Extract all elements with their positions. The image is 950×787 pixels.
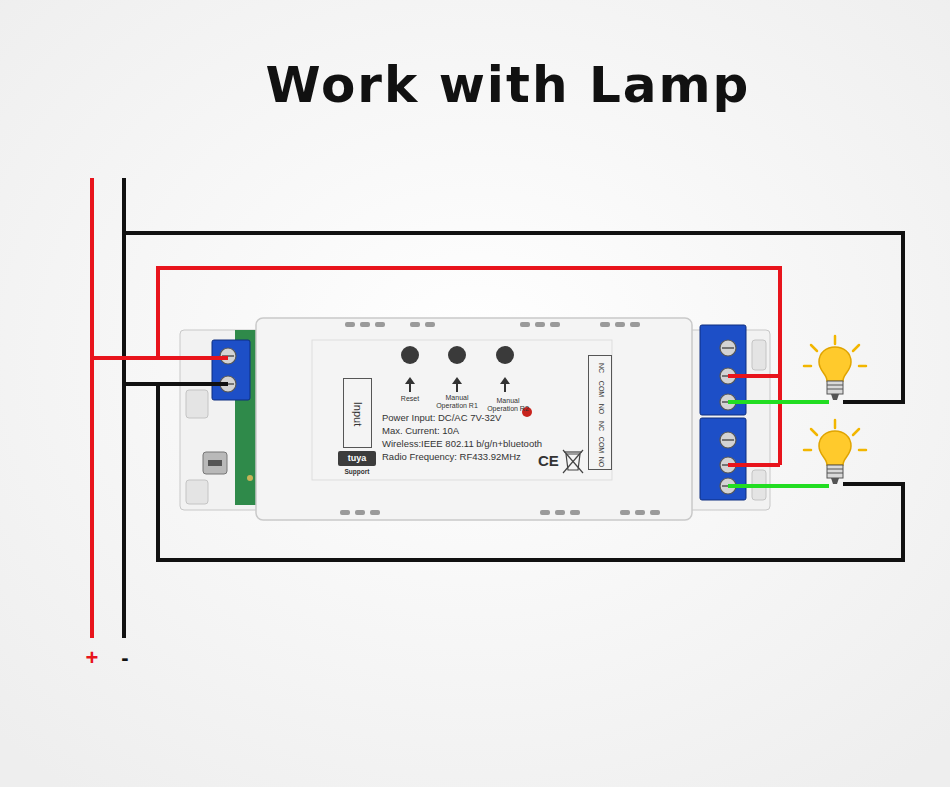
polarity-label: + xyxy=(84,645,100,671)
module-text: Manual Operation R2 xyxy=(486,397,530,413)
relay-module: Reset Manual Operation R1 Manual Operation… xyxy=(258,318,692,520)
module-text: COM xyxy=(597,381,605,397)
polarity-label: - xyxy=(117,645,133,671)
terminal-block xyxy=(212,325,746,500)
module-text: Wireless:IEEE 802.11 b/g/n+bluetooth xyxy=(382,439,542,450)
module-text: Manual Operation R1 xyxy=(435,394,479,410)
lamp-symbol xyxy=(804,336,866,400)
module-text: Power Input: DC/AC 7V-32V xyxy=(382,413,501,424)
module-text: NO xyxy=(597,404,605,415)
module-text: NO xyxy=(597,457,605,468)
lamp-symbol xyxy=(804,420,866,484)
module-text: Max. Current: 10A xyxy=(382,426,459,437)
module-text: Reset xyxy=(395,395,425,403)
terminal-label-box: NC COM NO NC COM NO xyxy=(588,355,612,470)
module-text: COM xyxy=(597,437,605,453)
wire xyxy=(92,178,903,638)
input-label-box: Input xyxy=(343,378,372,448)
module-text: Input xyxy=(352,402,365,426)
module-text: CE xyxy=(538,452,559,469)
diagram-title: Work with Lamp xyxy=(208,56,808,114)
module-text: tuya xyxy=(338,451,376,466)
module-text: NC xyxy=(597,363,605,373)
relay-housing xyxy=(180,318,770,520)
module-text: Radio Frequency: RF433.92MHz xyxy=(382,452,521,463)
module-text: NC xyxy=(597,421,605,431)
tuya-badge: tuyaSupport xyxy=(338,451,376,481)
module-text: Support xyxy=(338,468,376,475)
